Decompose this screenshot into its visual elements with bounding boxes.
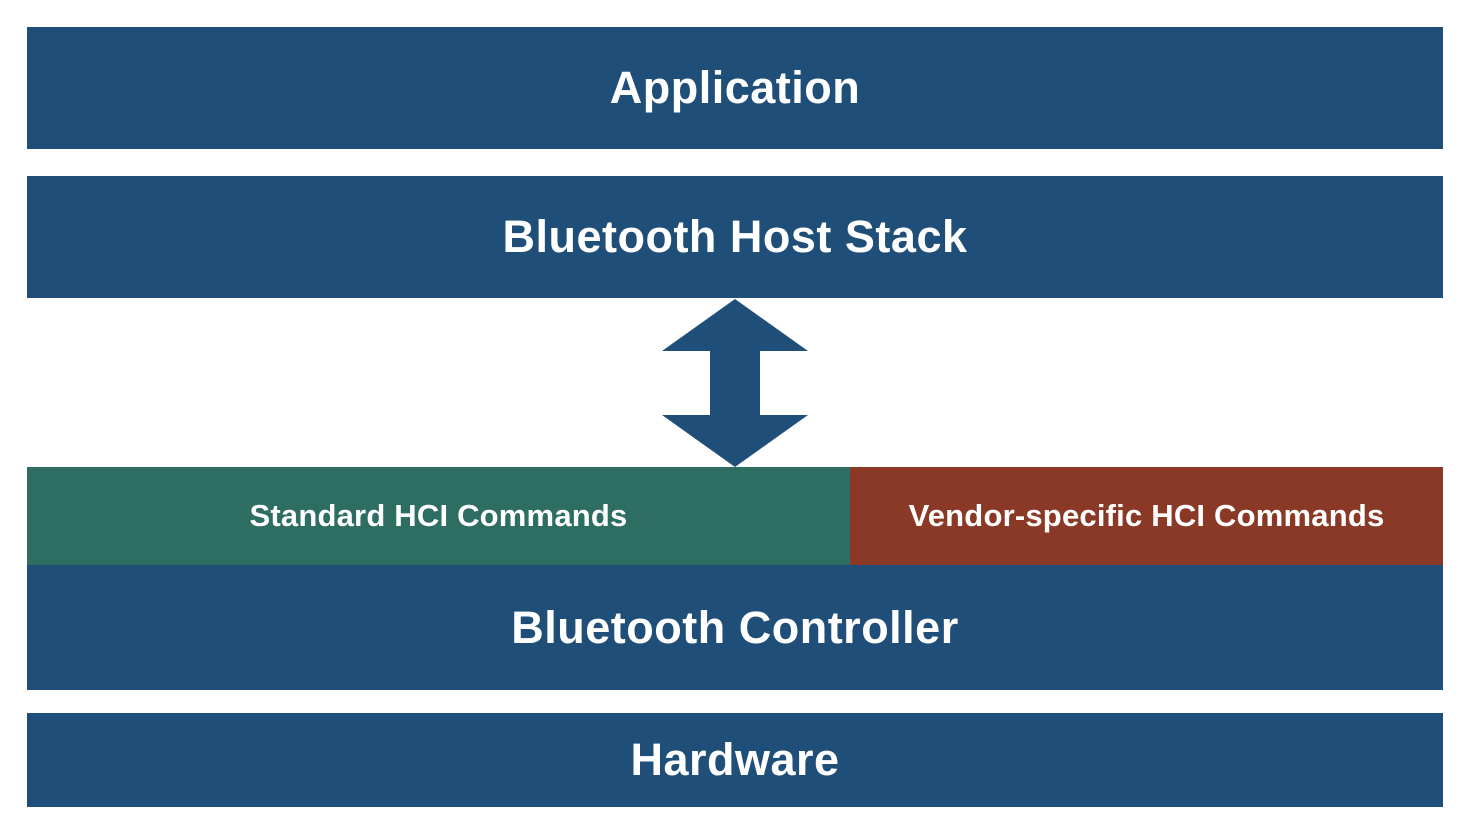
segment-vendor-specific-hci-commands-label: Vendor-specific HCI Commands <box>908 498 1385 533</box>
double-vertical-arrow-shape <box>662 299 808 467</box>
layer-bluetooth-host-stack-label: Bluetooth Host Stack <box>502 211 968 262</box>
segment-standard-hci-commands-label: Standard HCI Commands <box>249 498 628 533</box>
double-vertical-arrow-icon <box>662 299 808 467</box>
layer-hardware-label: Hardware <box>630 734 840 785</box>
segment-vendor-specific-hci-commands: Vendor-specific HCI Commands <box>850 467 1443 565</box>
layer-application-label: Application <box>609 62 861 113</box>
layer-bluetooth-controller-label: Bluetooth Controller <box>511 601 959 653</box>
segment-standard-hci-commands: Standard HCI Commands <box>27 467 850 565</box>
hci-commands-row: Standard HCI Commands Vendor-specific HC… <box>27 467 1443 565</box>
layer-bluetooth-controller: Bluetooth Controller <box>27 565 1443 690</box>
layer-application: Application <box>27 27 1443 149</box>
layer-hardware: Hardware <box>27 713 1443 807</box>
layer-bluetooth-host-stack: Bluetooth Host Stack <box>27 176 1443 298</box>
